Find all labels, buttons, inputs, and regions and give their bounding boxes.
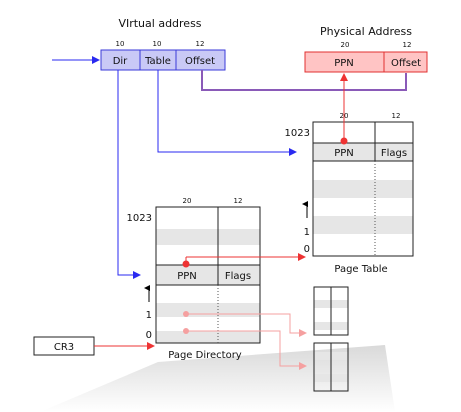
virtual-address-title: VIrtual address xyxy=(118,17,201,30)
physical-ppn-field: PPN xyxy=(334,58,354,69)
offset-link xyxy=(201,70,407,91)
directory-entry-1-link xyxy=(186,313,307,337)
page-directory-ppn-dot xyxy=(182,260,190,268)
page-directory-index-1023: 1023 xyxy=(127,213,152,224)
page-table-caption: Page Table xyxy=(334,264,387,275)
virtual-table-field: Table xyxy=(144,56,171,67)
page-table-flags-bits: 12 xyxy=(392,112,401,120)
physical-offset-field: Offset xyxy=(391,58,421,69)
cr3-label: CR3 xyxy=(54,342,74,353)
page-table-index-0: 0 xyxy=(304,244,310,255)
virtual-dir-bits: 10 xyxy=(116,40,125,48)
page-directory-row xyxy=(156,331,260,343)
page-table-index-1: 1 xyxy=(304,227,310,238)
directory-entry-0-dot xyxy=(183,328,189,334)
page-directory-caption: Page Directory xyxy=(168,350,242,361)
page-table-row xyxy=(313,180,413,198)
page-directory-row xyxy=(156,303,260,317)
small-page-table xyxy=(313,342,349,392)
page-table-ppn-dot xyxy=(340,137,348,145)
small-page-table xyxy=(313,286,349,336)
page-directory-ppn-label: PPN xyxy=(177,271,197,282)
page-table-flags-label: Flags xyxy=(381,148,407,159)
physical-address-box xyxy=(304,51,428,73)
virtual-offset-field: Offset xyxy=(185,56,215,67)
physical-ppn-bits: 20 xyxy=(341,41,350,49)
directory-entry-0-link xyxy=(186,330,307,370)
dir-index-arrow xyxy=(117,70,141,279)
page-directory-ppn-bits: 20 xyxy=(183,197,192,205)
page-directory: PPN Flags xyxy=(155,206,261,344)
virtual-address-box xyxy=(100,49,226,71)
page-table-ppn-label: PPN xyxy=(334,148,354,159)
physical-address-title: Physical Address xyxy=(320,25,412,38)
page-table-index-1023: 1023 xyxy=(285,128,310,139)
virtual-table-bits: 10 xyxy=(153,40,162,48)
physical-offset-bits: 12 xyxy=(403,41,412,49)
page-directory-frame xyxy=(155,206,261,344)
page-directory-row xyxy=(156,229,260,245)
page-table: PPN Flags xyxy=(312,121,414,257)
page-table-row xyxy=(313,216,413,234)
virtual-offset-bits: 12 xyxy=(196,40,205,48)
page-directory-index-1: 1 xyxy=(146,310,152,321)
shadow-plane xyxy=(40,345,395,412)
virtual-dir-field: Dir xyxy=(113,56,128,67)
page-table-frame xyxy=(312,121,414,257)
page-table-entry-row xyxy=(313,143,413,161)
table-index-arrow xyxy=(157,70,297,156)
page-directory-index-0: 0 xyxy=(146,330,152,341)
page-directory-flags-bits: 12 xyxy=(234,197,243,205)
directory-entry-1-dot xyxy=(183,311,189,317)
page-directory-entry-row xyxy=(156,265,260,285)
page-directory-flags-label: Flags xyxy=(225,271,251,282)
